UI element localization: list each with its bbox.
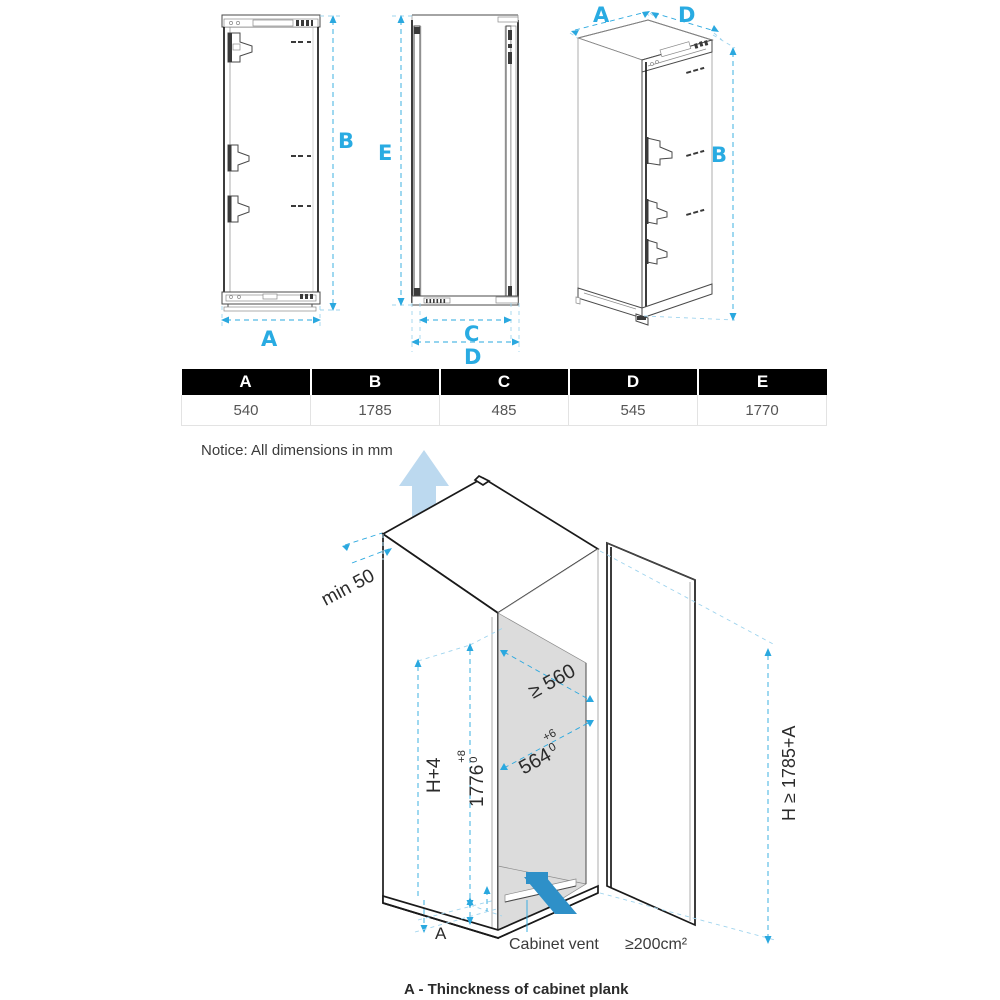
callout-plank-thickness: A xyxy=(435,924,447,943)
dim-label-A-front: A xyxy=(261,327,278,351)
table-header-cell-A: A xyxy=(181,369,312,395)
dim-width-min-560 xyxy=(500,650,594,702)
callout-airflow-height: H+4 xyxy=(424,757,445,793)
dim-min-50 xyxy=(342,532,392,564)
vent-airflow-arrow-icon xyxy=(524,872,577,914)
dim-label-E-side: E xyxy=(378,141,393,165)
cabinet-vent-area: ≥200cm² xyxy=(625,936,688,953)
dim-total-height xyxy=(599,550,776,944)
table-header-cell-D: D xyxy=(568,369,699,395)
callout-niche-height-value: 1776 xyxy=(467,764,489,807)
dim-label-B-iso: B xyxy=(711,143,728,167)
units-notice: Notice: All dimensions in mm xyxy=(201,442,393,459)
dim-airflow-height xyxy=(414,644,471,900)
table-header-cell-C: C xyxy=(439,369,570,395)
dim-label-A-iso: A xyxy=(593,3,610,27)
table-cell-value-C: 485 xyxy=(439,395,569,426)
table-header-cell-E: E xyxy=(697,369,827,395)
dim-label-D-iso: D xyxy=(678,3,696,27)
dim-label-C-side: C xyxy=(464,322,480,346)
isometric-view-graphic xyxy=(569,11,737,326)
callout-total-height: H ≥ 1785+A xyxy=(779,725,799,821)
table-row: 540 1785 485 545 1770 xyxy=(181,395,827,426)
table-cell-value-A: 540 xyxy=(181,395,311,426)
table-header-row: A B C D E xyxy=(181,369,827,395)
cabinet-vent-label: Cabinet vent xyxy=(509,936,599,953)
dimension-spec-table: A B C D E 540 1785 485 545 1770 xyxy=(181,369,827,426)
table-cell-value-D: 545 xyxy=(568,395,698,426)
cabinet-door-panel xyxy=(606,541,696,927)
side-view-graphic xyxy=(392,14,520,352)
cabinet-interior-panel xyxy=(498,613,586,938)
table-cell-value-E: 1770 xyxy=(697,395,827,426)
dim-plank-thickness xyxy=(414,886,501,933)
footer-note: A - Thinckness of cabinet plank xyxy=(404,981,629,998)
dim-label-D-side: D xyxy=(464,345,482,369)
dim-width-564 xyxy=(500,720,594,770)
front-view-graphic xyxy=(221,14,342,326)
table-header-cell-B: B xyxy=(310,369,441,395)
dim-label-B-front: B xyxy=(338,129,355,153)
